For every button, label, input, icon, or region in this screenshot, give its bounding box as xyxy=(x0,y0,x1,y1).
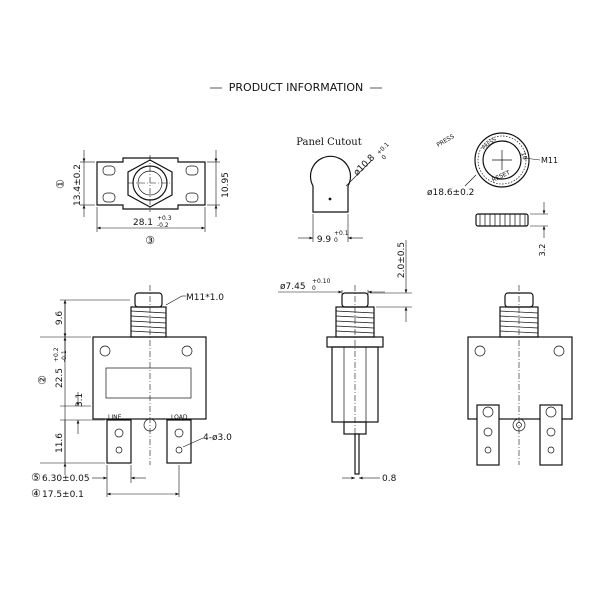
panel-cutout-title: Panel Cutout xyxy=(296,137,362,148)
leader-line xyxy=(523,157,541,161)
callout-1: ① xyxy=(54,179,67,189)
leader-line xyxy=(345,171,361,187)
top-view-slot xyxy=(185,192,199,203)
rear-terminal-right xyxy=(539,404,563,466)
front-terminal-line xyxy=(106,419,132,464)
top-view-slot xyxy=(102,192,116,203)
button-10-label: 10 xyxy=(519,151,528,161)
rear-mount-hole xyxy=(553,345,565,357)
top-view-body xyxy=(96,157,206,210)
dim-cutout-dia: ø10.8 xyxy=(352,153,377,178)
button-outer-ring xyxy=(474,132,530,188)
top-view: 13.4±0.2 ① 10.95 28.1 +0.3 -0.2 ③ xyxy=(54,150,231,247)
dim-nut-height: 3.2 xyxy=(538,244,547,257)
callout-2: ② xyxy=(36,375,49,385)
button-face xyxy=(482,140,522,180)
leader-line xyxy=(165,295,183,306)
reset-label: RESET xyxy=(491,169,512,184)
button-view: PRESS RESET 10 PRESS M11 ø18.6±0.2 3.2 xyxy=(427,132,558,257)
callout-5: ⑤ xyxy=(31,471,41,484)
rear-view xyxy=(467,285,573,466)
m11-label: M11 xyxy=(541,156,558,165)
side-blade xyxy=(354,433,360,475)
button-press-small: PRESS xyxy=(481,137,497,152)
front-hole-label: 4-ø3.0 xyxy=(203,433,232,443)
line-label: LINE xyxy=(108,414,122,421)
callout-3: ③ xyxy=(145,234,155,247)
button-knurl-ring xyxy=(477,135,527,185)
dim-front-terminal: 11.6 xyxy=(55,433,65,453)
dim-top-height: 13.4±0.2 xyxy=(73,164,83,206)
dim-side-dia-tol-upper: +0.10 xyxy=(312,278,331,285)
front-thread-label: M11*1.0 xyxy=(186,293,224,303)
leader-line xyxy=(464,174,477,187)
front-mount-hole xyxy=(181,345,193,357)
dim-front-overall-tol-upper: +0.2 xyxy=(53,347,60,362)
dim-side-dia: ø7.45 xyxy=(280,282,306,292)
knurled-nut xyxy=(475,213,529,227)
press-label: PRESS xyxy=(436,133,456,149)
dim-front-overall: 22.5 xyxy=(55,368,65,388)
load-label: LOAD xyxy=(171,414,188,421)
dim-side-blade: 0.8 xyxy=(382,474,397,484)
dim-front-overall-tol-lower: -0.1 xyxy=(61,350,68,362)
dim-button-dia: ø18.6±0.2 xyxy=(427,188,474,198)
top-view-slot xyxy=(185,165,199,176)
rear-terminal-left xyxy=(476,404,500,466)
dim-front-span: 17.5±0.1 xyxy=(42,490,84,500)
panel-cutout-view: Panel Cutout ø10.8 +0.1 0 9.9 +0.1 0 xyxy=(296,137,391,245)
dim-top-width-tol-lower: -0.2 xyxy=(157,222,169,229)
rear-mount-hole xyxy=(474,345,486,357)
dim-front-top: 9.6 xyxy=(55,311,65,326)
cutout-shape xyxy=(309,155,352,213)
header: PRODUCT INFORMATION xyxy=(210,81,382,94)
page-title: PRODUCT INFORMATION xyxy=(229,81,363,94)
dim-cutout-flat: 9.9 xyxy=(317,235,332,245)
dim-cutout-dia-tol-lower: 0 xyxy=(380,154,388,162)
front-button-cap xyxy=(134,292,163,308)
dim-side-top: 2.0±0.5 xyxy=(397,242,407,278)
front-terminal-load xyxy=(166,419,192,464)
rear-center-rivet xyxy=(512,418,526,432)
front-view: M11*1.0 LINE LOAD 4-ø3.0 9.6 22.5 +0.2 -… xyxy=(31,285,232,500)
front-mount-hole xyxy=(99,345,111,357)
dim-top-right: 10.95 xyxy=(221,172,231,198)
dim-cutout-flat-tol-lower: 0 xyxy=(334,237,338,244)
dim-top-width-tol-upper: +0.3 xyxy=(157,215,172,222)
leader-line xyxy=(182,437,204,448)
callout-4: ④ xyxy=(31,487,41,500)
front-label-window xyxy=(105,367,192,399)
dim-cutout-flat-tol-upper: +0.1 xyxy=(334,230,349,237)
dim-front-pitch: 6.30±0.05 xyxy=(42,474,90,484)
dim-side-dia-tol-lower: 0 xyxy=(312,285,316,292)
top-view-slot xyxy=(102,165,116,176)
side-view: ø7.45 +0.10 0 2.0±0.5 0.8 xyxy=(278,240,412,484)
dim-front-mid: 3.1 xyxy=(75,393,85,407)
dim-top-width: 28.1 xyxy=(133,218,153,228)
